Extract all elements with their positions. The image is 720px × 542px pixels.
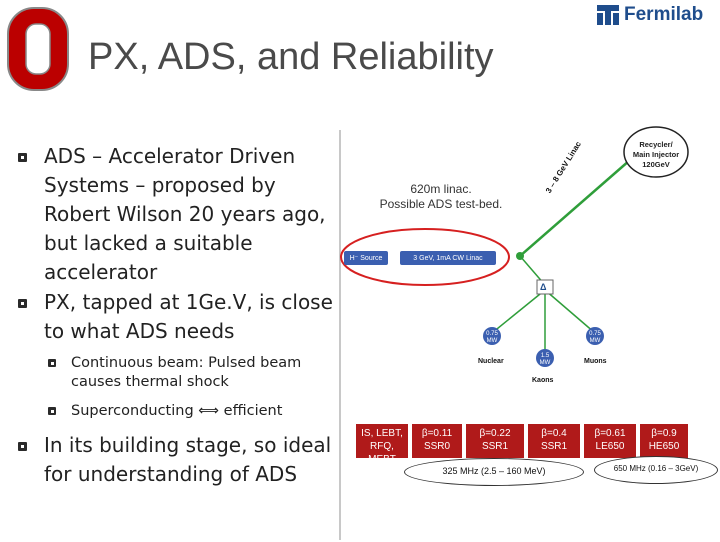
bullet-3-line: In its building stage, so ideal bbox=[44, 433, 332, 457]
segment-ssr1-b: β=0.4 SSR1 bbox=[528, 424, 580, 458]
freq-650-label: 650 MHz (0.16 – 3GeV) bbox=[594, 456, 718, 484]
beam-line bbox=[544, 289, 596, 334]
muons-label: Muons bbox=[584, 358, 607, 365]
mw-left-value: 0.75 MW bbox=[482, 331, 502, 345]
recycler-ring bbox=[623, 126, 689, 178]
linac-extension-line bbox=[519, 159, 631, 257]
kaons-label: Kaons bbox=[532, 377, 554, 384]
cw-linac-box: 3 GeV, 1mA CW Linac bbox=[400, 251, 496, 265]
mw-left-line: MW bbox=[486, 338, 498, 344]
sub-bullet-1-line: causes thermal shock bbox=[71, 374, 229, 390]
bullet-1-line: Robert Wilson 20 years ago, bbox=[44, 202, 326, 226]
bullet-1-line: but lacked a suitable bbox=[44, 231, 253, 255]
fermilab-wordmark: Fermilab bbox=[624, 4, 704, 25]
segment-line: β=0.22 bbox=[479, 428, 511, 439]
segment-line: β=0.4 bbox=[541, 428, 567, 439]
bullet-2-line: PX, tapped at 1Ge.V, is close bbox=[44, 290, 333, 314]
segment-he650: β=0.9 HE650 bbox=[640, 424, 688, 458]
segment-line: β=0.11 bbox=[421, 428, 453, 439]
recycler-label-line: Recycler/ bbox=[639, 140, 673, 149]
sub-bullet-1-line: Continuous beam: Pulsed beam bbox=[71, 355, 302, 371]
mw-right-value: 0.75 MW bbox=[585, 331, 605, 345]
segment-line: SSR1 bbox=[481, 441, 509, 452]
accelerator-layout-diagram bbox=[340, 126, 689, 367]
bullet-1-line: Systems – proposed by bbox=[44, 173, 276, 197]
recycler-label: Recycler/ Main Injector 120GeV bbox=[626, 140, 686, 170]
highlight-ellipse bbox=[340, 228, 510, 286]
sub-bullet-1: Continuous beam: Pulsed beam causes ther… bbox=[71, 354, 336, 392]
segment-front-end: IS, LEBT, RFQ, MEBT bbox=[356, 424, 408, 465]
segment-line: LE650 bbox=[595, 441, 625, 452]
segment-line: IS, LEBT, bbox=[361, 428, 403, 439]
segment-ssr0: β=0.11 SSR0 bbox=[412, 424, 462, 458]
university-logo bbox=[7, 7, 69, 91]
linac-note-line: Possible ADS test-bed. bbox=[379, 197, 503, 211]
segment-le650: β=0.61 LE650 bbox=[584, 424, 636, 458]
segment-line: SSR0 bbox=[423, 441, 451, 452]
mw-left-line: 0.75 bbox=[486, 331, 498, 337]
bullet-area: ADS – Accelerator Driven Systems – propo… bbox=[18, 142, 338, 542]
linac-note: 620m linac. Possible ADS test-bed. bbox=[356, 182, 526, 212]
freq-325-label: 325 MHz (2.5 – 160 MeV) bbox=[404, 458, 584, 486]
mw-mid-line: MW bbox=[539, 360, 551, 366]
bullet-3: In its building stage, so ideal for unde… bbox=[44, 431, 338, 489]
segment-line: β=0.9 bbox=[651, 428, 677, 439]
bullet-marker bbox=[18, 153, 27, 162]
delta-box bbox=[536, 279, 554, 295]
linac-note-line: 620m linac. bbox=[410, 182, 472, 196]
segment-line: β=0.61 bbox=[594, 428, 626, 439]
bullet-1-line: accelerator bbox=[44, 260, 158, 284]
bullet-2: PX, tapped at 1Ge.V, is close to what AD… bbox=[44, 288, 338, 346]
bullet-2-line: to what ADS needs bbox=[44, 319, 235, 343]
delta-label: Δ bbox=[540, 282, 547, 292]
segment-line: RFQ, MEBT bbox=[368, 441, 396, 465]
mw-right-marker bbox=[586, 327, 604, 345]
mw-mid-marker bbox=[536, 349, 554, 367]
mw-left-marker bbox=[483, 327, 501, 345]
page-title: PX, ADS, and Reliability bbox=[88, 36, 494, 78]
bullet-marker bbox=[18, 442, 27, 451]
h-source-box: H⁻ Source bbox=[344, 251, 388, 265]
nuclear-label: Nuclear bbox=[478, 358, 504, 365]
bullet-3-line: for understanding of ADS bbox=[44, 462, 298, 486]
segment-line: SSR1 bbox=[540, 441, 568, 452]
fermilab-icon bbox=[597, 5, 619, 25]
recycler-label-line: 120GeV bbox=[642, 160, 670, 169]
bullet-1: ADS – Accelerator Driven Systems – propo… bbox=[44, 142, 338, 287]
sub-bullet-marker bbox=[48, 359, 56, 367]
sub-bullet-2: Superconducting ⟺ efficient bbox=[71, 402, 336, 421]
mw-right-line: MW bbox=[589, 338, 601, 344]
mw-mid-line: 1.5 bbox=[540, 353, 550, 359]
mw-mid-value: 1.5 MW bbox=[535, 353, 555, 367]
divider bbox=[339, 130, 341, 540]
mw-right-line: 0.75 bbox=[589, 331, 601, 337]
bullet-marker bbox=[18, 299, 27, 308]
beam-line bbox=[491, 289, 546, 334]
recycler-label-line: Main Injector bbox=[632, 150, 680, 159]
bullet-1-line: ADS – Accelerator Driven bbox=[44, 144, 296, 168]
segment-line: HE650 bbox=[648, 441, 680, 452]
segment-ssr1-a: β=0.22 SSR1 bbox=[466, 424, 524, 458]
sub-bullet-marker bbox=[48, 407, 56, 415]
junction-node bbox=[516, 252, 524, 260]
fermilab-logo: Fermilab bbox=[597, 4, 703, 26]
sub-bullet-2-line: Superconducting ⟺ efficient bbox=[71, 403, 283, 419]
